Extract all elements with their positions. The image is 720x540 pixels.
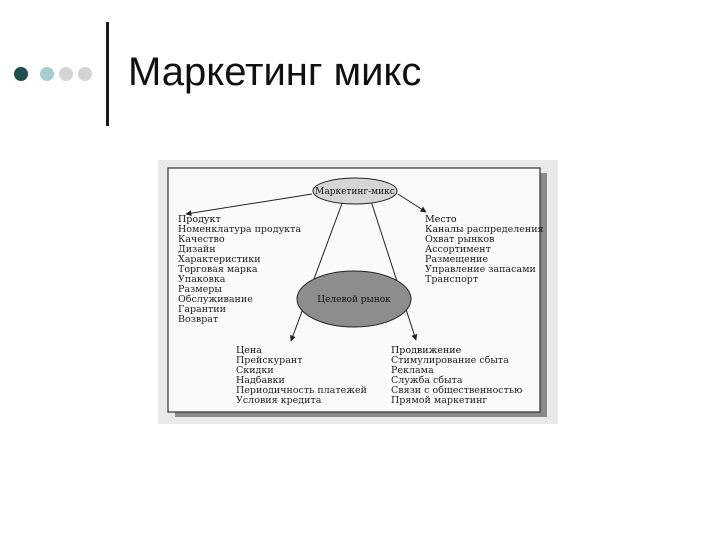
price-group: Цена Прейскурант Скидки Надбавки Периоди… [236,345,367,406]
bullet-dot-1 [14,67,28,81]
product-item: Возврат [178,314,218,325]
promotion-item: Связи с общественностью [391,385,522,396]
product-item: Размеры [178,284,222,295]
place-item: Управление запасами [425,264,536,275]
arrow-to-price [290,197,345,342]
product-item: Торговая марка [178,264,258,275]
arrow-to-place [397,193,427,213]
place-heading: Место [425,214,457,225]
product-item: Качество [178,234,225,245]
promotion-item: Прямой маркетинг [391,395,487,406]
price-item: Надбавки [236,375,285,386]
promotion-item: Реклама [391,365,434,376]
price-item: Условия кредита [236,395,322,406]
product-group: Продукт Номенклатура продукта Качество Д… [178,214,301,325]
product-item: Упаковка [178,274,226,285]
product-item: Номенклатура продукта [178,224,301,235]
price-item: Прейскурант [236,355,303,366]
place-item: Транспорт [425,274,478,285]
target-market-node-label: Целевой рынок [317,295,391,305]
product-heading: Продукт [178,214,221,225]
product-item: Обслуживание [178,294,253,305]
marketing-mix-diagram: Маркетинг-микс Целевой рынок Продукт Ном… [158,160,558,424]
promotion-heading: Продвижение [391,345,462,356]
product-item: Гарантии [178,304,226,315]
slide-title: Маркетинг микс [128,50,422,94]
price-item: Периодичность платежей [236,385,367,396]
price-heading: Цена [236,345,262,356]
place-group: Место Каналы распределения Охват рынков … [425,214,544,285]
bullet-dot-3 [59,67,73,81]
price-item: Скидки [236,365,274,376]
title-divider [106,22,109,126]
marketing-mix-node-label: Маркетинг-микс [315,187,395,197]
place-item: Каналы распределения [425,224,544,235]
arrow-to-promotion [369,197,418,341]
target-market-node [296,270,412,328]
place-item: Ассортимент [425,244,491,255]
bullet-dot-2 [40,67,54,81]
place-item: Охват рынков [425,234,494,245]
bullet-dot-4 [78,67,92,81]
promotion-group: Продвижение Стимулирование сбыта Реклама… [391,345,522,406]
place-item: Размещение [425,254,488,265]
diagram-canvas: Маркетинг-микс Целевой рынок Продукт Ном… [158,160,558,424]
promotion-item: Служба сбыта [391,375,463,386]
product-item: Характеристики [178,254,261,265]
arrow-to-product [185,193,313,217]
product-item: Дизайн [178,244,216,255]
promotion-item: Стимулирование сбыта [391,355,509,366]
marketing-mix-node [312,177,398,205]
